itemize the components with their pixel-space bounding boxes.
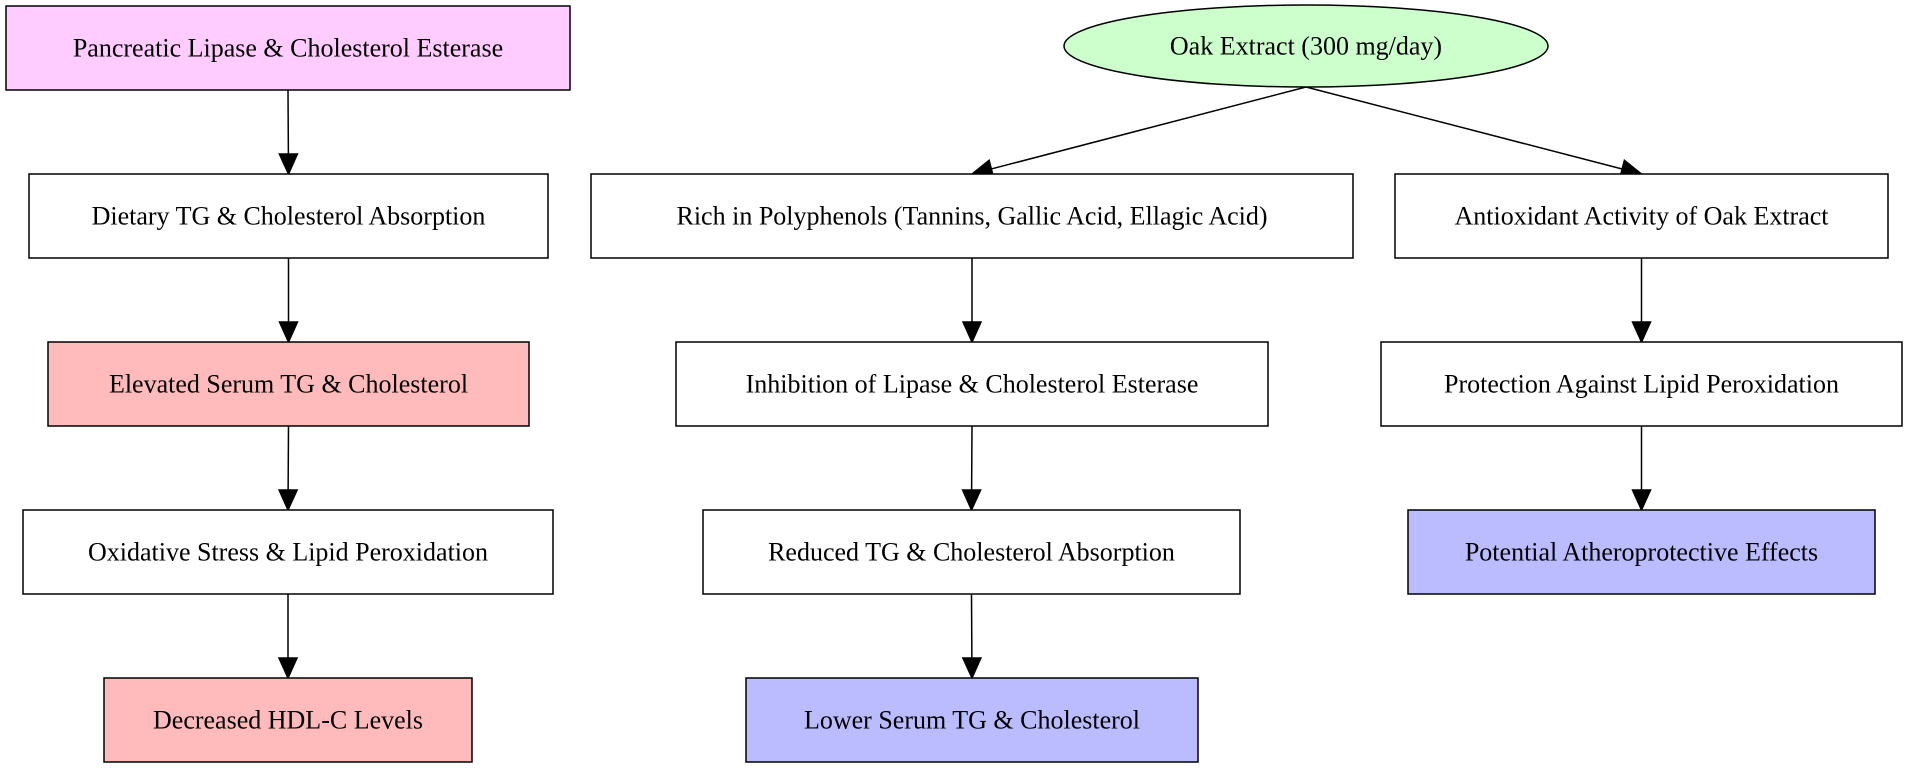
node-shape — [745, 677, 1199, 763]
node-elevated: Elevated Serum TG & Cholesterol — [47, 341, 530, 427]
node-shape — [675, 341, 1269, 427]
node-label: Pancreatic Lipase & Cholesterol Esterase — [73, 34, 503, 63]
node-shape — [5, 5, 571, 91]
node-oak: Oak Extract (300 mg/day) — [1063, 4, 1549, 88]
arrowhead-icon — [278, 153, 299, 176]
node-reduced: Reduced TG & Cholesterol Absorption — [702, 509, 1241, 595]
node-shape — [590, 173, 1354, 259]
edge-reduced-to-lower — [961, 593, 983, 680]
edge-protection-to-athero — [1631, 426, 1652, 512]
node-shape — [103, 677, 473, 763]
arrowhead-icon — [278, 321, 299, 344]
node-shape — [28, 173, 549, 259]
node-label: Lower Serum TG & Cholesterol — [804, 706, 1140, 735]
arrowhead-icon — [961, 321, 983, 344]
node-label: Decreased HDL-C Levels — [153, 706, 423, 735]
edge-line — [991, 86, 1307, 170]
node-shape — [1063, 4, 1549, 88]
node-label: Dietary TG & Cholesterol Absorption — [92, 202, 486, 231]
edge-oxidative-to-hdl — [277, 594, 299, 680]
arrowhead-icon — [1631, 321, 1652, 344]
edge-polyphenols-to-inhibition — [961, 258, 983, 344]
arrowhead-icon — [1631, 489, 1652, 512]
node-oxidative: Oxidative Stress & Lipid Peroxidation — [22, 509, 554, 595]
arrowhead-icon — [961, 489, 982, 512]
node-label: Oxidative Stress & Lipid Peroxidation — [88, 538, 488, 567]
edge-dietary-to-elevated — [278, 258, 299, 344]
node-polyphenols: Rich in Polyphenols (Tannins, Gallic Aci… — [590, 173, 1354, 259]
edge-lipase-to-dietary — [278, 89, 299, 176]
node-label: Oak Extract (300 mg/day) — [1170, 32, 1442, 61]
node-label: Protection Against Lipid Peroxidation — [1444, 370, 1839, 399]
edge-inhibition-to-reduced — [961, 425, 982, 512]
node-shape — [702, 509, 1241, 595]
node-shape — [1380, 341, 1903, 427]
node-shape — [47, 341, 530, 427]
node-antioxidant: Antioxidant Activity of Oak Extract — [1394, 173, 1889, 259]
node-label: Inhibition of Lipase & Cholesterol Ester… — [746, 370, 1199, 399]
node-dietary: Dietary TG & Cholesterol Absorption — [28, 173, 549, 259]
edge-oak-to-antioxidant — [1305, 86, 1644, 179]
node-hdl: Decreased HDL-C Levels — [103, 677, 473, 763]
node-protection: Protection Against Lipid Peroxidation — [1380, 341, 1903, 427]
arrowhead-icon — [961, 657, 983, 680]
arrowhead-icon — [277, 489, 299, 512]
node-label: Antioxidant Activity of Oak Extract — [1454, 202, 1829, 231]
node-inhibition: Inhibition of Lipase & Cholesterol Ester… — [675, 341, 1269, 427]
nodes-layer: Pancreatic Lipase & Cholesterol Esterase… — [5, 4, 1903, 763]
node-label: Potential Atheroprotective Effects — [1465, 538, 1818, 567]
node-athero: Potential Atheroprotective Effects — [1407, 509, 1876, 595]
edge-line — [1305, 86, 1623, 170]
node-lipase: Pancreatic Lipase & Cholesterol Esterase — [5, 5, 571, 91]
arrowhead-icon — [277, 657, 299, 680]
edge-oak-to-polyphenols — [970, 86, 1307, 179]
node-label: Elevated Serum TG & Cholesterol — [109, 370, 468, 399]
node-label: Rich in Polyphenols (Tannins, Gallic Aci… — [676, 202, 1267, 231]
node-lower: Lower Serum TG & Cholesterol — [745, 677, 1199, 763]
node-shape — [1407, 509, 1876, 595]
node-shape — [1394, 173, 1889, 259]
edge-antioxidant-to-protection — [1631, 258, 1652, 344]
node-label: Reduced TG & Cholesterol Absorption — [768, 538, 1175, 567]
edge-elevated-to-oxidative — [277, 425, 299, 512]
node-shape — [22, 509, 554, 595]
